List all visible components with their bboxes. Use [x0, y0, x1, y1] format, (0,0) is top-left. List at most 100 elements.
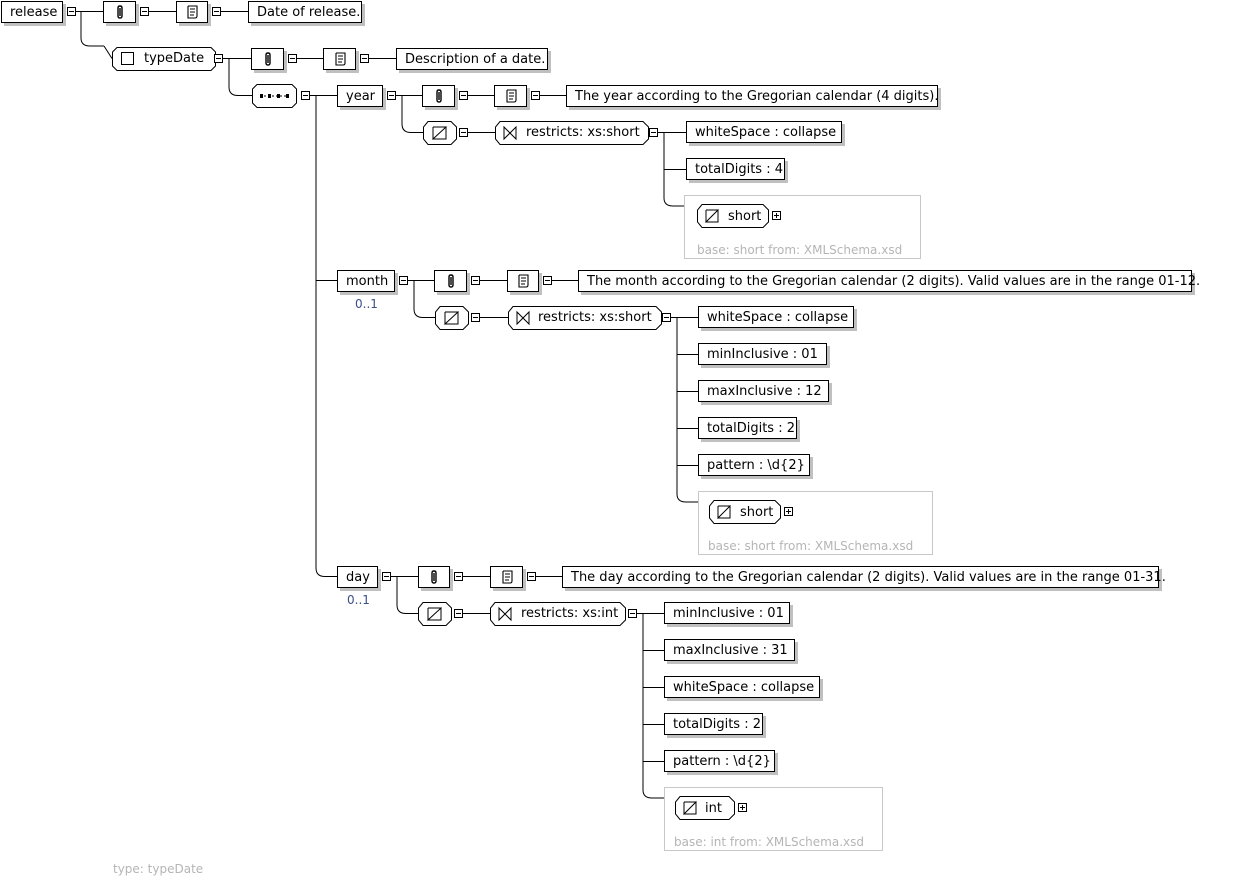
simple-type-icon[interactable]: [435, 306, 469, 330]
facet-item: minInclusive : 01: [664, 602, 790, 624]
facet-item: maxInclusive : 12: [698, 380, 829, 402]
facet-item: totalDigits : 4: [686, 158, 785, 180]
month-documentation-text: The month according to the Gregorian cal…: [587, 273, 1201, 289]
facet-item: minInclusive : 01: [698, 343, 827, 365]
collapse-toggle[interactable]: [662, 313, 671, 322]
facet-text: totalDigits : 2: [673, 716, 761, 732]
collapse-toggle[interactable]: [454, 572, 463, 581]
collapse-toggle[interactable]: [628, 609, 637, 618]
facet-item: pattern : \d{2}: [664, 750, 775, 772]
documentation-icon[interactable]: [490, 566, 523, 588]
day-documentation: The day according to the Gregorian calen…: [562, 566, 1166, 588]
facet-text: minInclusive : 01: [673, 605, 784, 621]
base-type-node[interactable]: [709, 500, 781, 524]
facet-text: maxInclusive : 31: [673, 642, 788, 658]
documentation-icon[interactable]: [176, 1, 208, 23]
collapse-toggle[interactable]: [459, 91, 468, 100]
base-type-panel: [684, 195, 921, 259]
collapse-toggle[interactable]: [288, 54, 297, 63]
base-type-node[interactable]: [697, 204, 769, 228]
base-type-node[interactable]: [675, 796, 735, 820]
collapse-toggle[interactable]: [214, 54, 223, 63]
year-restriction-label: restricts: xs:short: [526, 125, 640, 140]
annotation-icon[interactable]: [434, 270, 467, 292]
year-element-label: year: [346, 88, 376, 104]
facet-text: whiteSpace : collapse: [707, 309, 849, 325]
collapse-toggle[interactable]: [212, 7, 221, 16]
facet-text: totalDigits : 2: [707, 420, 795, 436]
expand-toggle[interactable]: [772, 211, 781, 220]
documentation-icon[interactable]: [323, 48, 356, 70]
annotation-icon[interactable]: [422, 85, 455, 107]
facet-text: pattern : \d{2}: [707, 457, 805, 473]
day-restriction-label: restricts: xs:int: [521, 606, 619, 621]
release-element-label: release: [10, 4, 58, 20]
complex-type-icon: [121, 52, 134, 65]
type-documentation-text: Description of a date.: [405, 51, 546, 67]
base-type-name: int: [705, 801, 722, 816]
facet-text: pattern : \d{2}: [673, 753, 771, 769]
base-type-panel: [664, 787, 883, 851]
release-documentation: Date of release.: [248, 1, 362, 23]
collapse-toggle[interactable]: [471, 276, 480, 285]
year-element[interactable]: year: [337, 85, 383, 107]
month-element[interactable]: month: [337, 270, 395, 292]
restriction-node[interactable]: [490, 602, 626, 626]
type-documentation: Description of a date.: [396, 48, 548, 70]
year-documentation-text: The year according to the Gregorian cale…: [575, 88, 939, 104]
expand-toggle[interactable]: [738, 803, 747, 812]
month-restriction-label: restricts: xs:short: [538, 310, 652, 325]
collapse-toggle[interactable]: [649, 128, 658, 137]
collapse-toggle[interactable]: [387, 91, 396, 100]
documentation-icon[interactable]: [494, 85, 527, 107]
collapse-toggle[interactable]: [360, 54, 369, 63]
day-documentation-text: The day according to the Gregorian calen…: [571, 569, 1166, 585]
day-element-label: day: [346, 569, 370, 585]
collapse-toggle[interactable]: [399, 276, 408, 285]
documentation-icon[interactable]: [507, 270, 539, 292]
collapse-toggle[interactable]: [67, 7, 76, 16]
collapse-toggle[interactable]: [382, 572, 391, 581]
facet-item: totalDigits : 2: [664, 713, 763, 735]
month-element-label: month: [346, 273, 389, 289]
expand-toggle[interactable]: [784, 507, 793, 516]
release-element[interactable]: release: [1, 1, 63, 23]
collapse-toggle[interactable]: [459, 128, 468, 137]
collapse-toggle[interactable]: [301, 91, 310, 100]
collapse-toggle[interactable]: [531, 91, 540, 100]
simple-type-icon[interactable]: [423, 121, 457, 145]
day-element[interactable]: day: [337, 566, 378, 588]
base-type-info: base: short from: XMLSchema.xsd: [708, 539, 914, 553]
complex-type-name: typeDate: [144, 51, 205, 66]
facet-item: whiteSpace : collapse: [686, 121, 842, 143]
complex-type-node[interactable]: [112, 47, 216, 71]
collapse-toggle[interactable]: [527, 572, 536, 581]
collapse-toggle[interactable]: [140, 7, 149, 16]
restriction-node[interactable]: [508, 306, 662, 330]
facet-text: maxInclusive : 12: [707, 383, 822, 399]
annotation-icon[interactable]: [103, 1, 136, 23]
annotation-icon[interactable]: [251, 48, 284, 70]
occurrence-label: 0..1: [355, 297, 378, 311]
facet-text: whiteSpace : collapse: [673, 679, 815, 695]
facet-item: pattern : \d{2}: [698, 454, 810, 476]
simple-type-icon[interactable]: [418, 602, 452, 626]
facet-item: whiteSpace : collapse: [664, 676, 820, 698]
collapse-toggle[interactable]: [454, 609, 463, 618]
base-type-info: base: short from: XMLSchema.xsd: [697, 243, 903, 257]
collapse-toggle[interactable]: [543, 276, 552, 285]
base-type-name: short: [740, 505, 774, 520]
occurrence-label: 0..1: [347, 593, 370, 607]
month-documentation: The month according to the Gregorian cal…: [578, 270, 1200, 292]
facet-item: totalDigits : 2: [698, 417, 797, 439]
collapse-toggle[interactable]: [471, 313, 480, 322]
annotation-icon[interactable]: [418, 566, 450, 588]
facet-text: totalDigits : 4: [695, 161, 783, 177]
restriction-node[interactable]: [495, 121, 649, 145]
base-type-name: short: [728, 209, 762, 224]
facet-text: whiteSpace : collapse: [695, 124, 837, 140]
facet-text: minInclusive : 01: [707, 346, 818, 362]
sequence-icon[interactable]: [252, 84, 298, 108]
